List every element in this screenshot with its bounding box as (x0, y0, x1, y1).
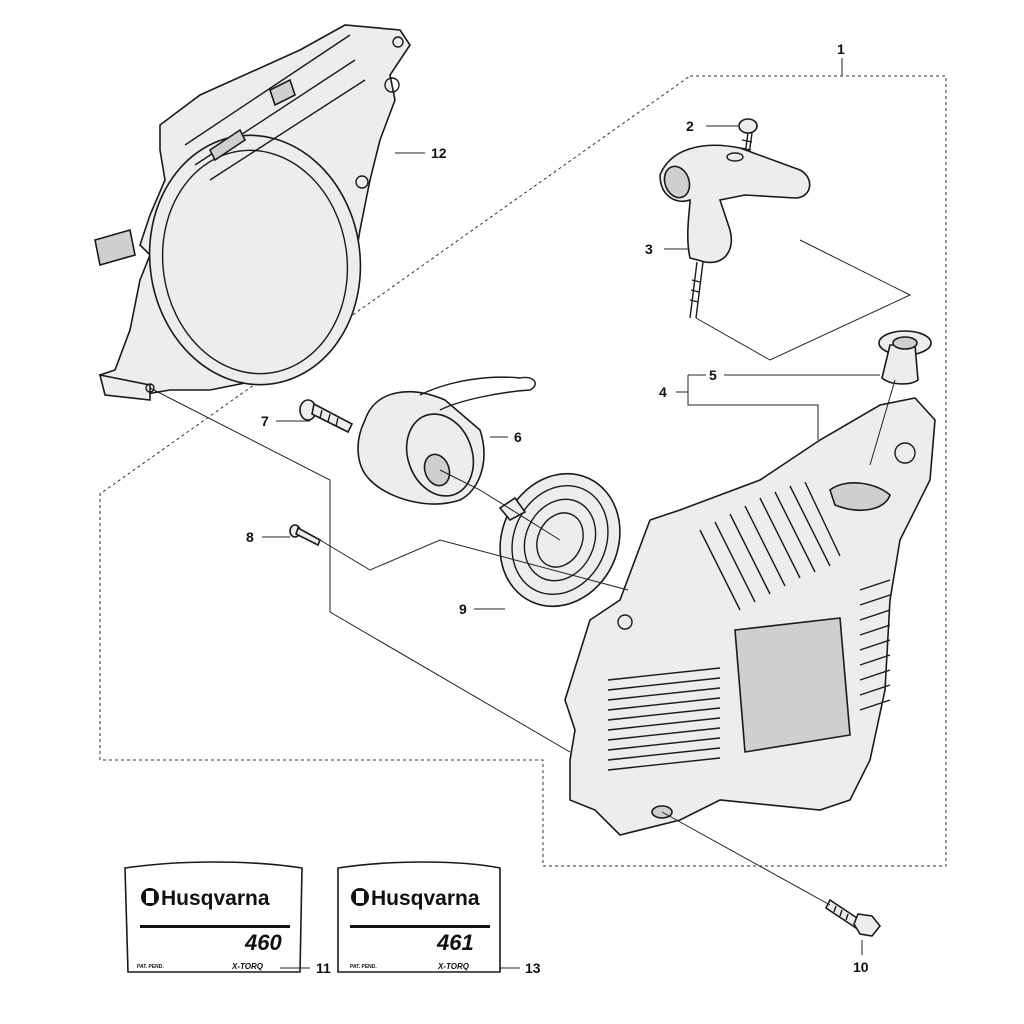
decal-series-text: X-TORQ (437, 962, 470, 971)
starter-housing-part-4 (564, 397, 936, 836)
callout-5: 5 (709, 367, 717, 383)
fan-housing-part-12 (94, 24, 411, 401)
husqvarna-logo-icon (351, 888, 369, 906)
callout-7: 7 (261, 413, 269, 429)
axis-line (695, 239, 912, 361)
callout-8: 8 (246, 529, 254, 545)
decal-brand-text: Husqvarna (161, 887, 270, 910)
decal-part-11: Husqvarna 460 PAT. PEND. X-TORQ (124, 861, 303, 973)
callout-9: 9 (459, 601, 467, 617)
decal-model-text: 461 (436, 930, 474, 955)
axis-line (319, 539, 629, 591)
decal-stripe (350, 925, 490, 928)
callout-12: 12 (431, 145, 447, 161)
rope-guide-part-5 (878, 330, 932, 385)
decal-stripe (140, 925, 290, 928)
callout-10: 10 (853, 959, 869, 975)
decal-brand-text: Husqvarna (371, 887, 480, 910)
callout-3: 3 (645, 241, 653, 257)
pulley-part-6 (357, 376, 536, 505)
husqvarna-logo-icon (141, 888, 159, 906)
starter-handle-part-3 (659, 144, 811, 319)
screw-part-8 (289, 524, 322, 547)
assembly-boundary (99, 75, 947, 867)
callout-4: 4 (659, 384, 667, 400)
callout-11: 11 (316, 960, 331, 976)
callout-6: 6 (514, 429, 522, 445)
decal-model-text: 460 (244, 930, 282, 955)
decal-pat-text: PAT. PEND. (350, 964, 377, 970)
decal-part-13: Husqvarna 461 PAT. PEND. X-TORQ (337, 861, 501, 973)
decal-pat-text: PAT. PEND. (137, 964, 164, 970)
callout-13: 13 (525, 960, 541, 976)
screw-part-7 (299, 399, 354, 434)
screw-part-10 (824, 898, 882, 937)
callout-2: 2 (686, 118, 694, 134)
axis-line (439, 469, 561, 541)
decal-series-text: X-TORQ (231, 962, 264, 971)
axis-line (661, 811, 831, 906)
leader-lines (262, 58, 880, 969)
callout-1: 1 (837, 41, 845, 57)
axis-line (869, 379, 896, 466)
